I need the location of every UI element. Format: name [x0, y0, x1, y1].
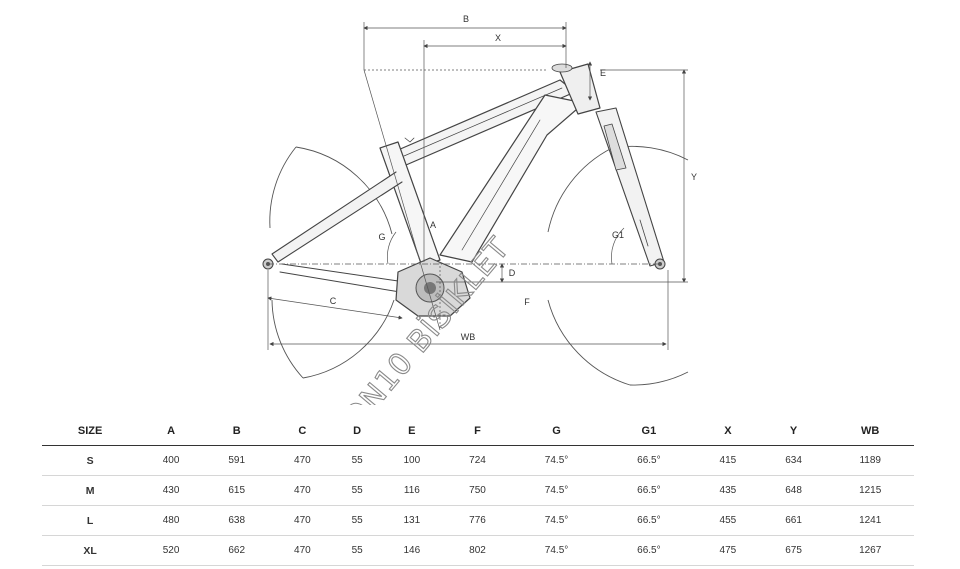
- col-header-g1: G1: [602, 416, 696, 446]
- table-cell: 66.5°: [602, 475, 696, 506]
- table-cell: 776: [444, 505, 511, 536]
- table-cell: 55: [335, 535, 380, 566]
- col-header-y: Y: [760, 416, 827, 446]
- geometry-table: SIZE A B C D E F G G1 X Y WB S 400 591 4…: [42, 416, 914, 566]
- bike-geometry-diagram: B X E Y A G G1 D C F WB LİMON10 BİSİKLET: [262, 14, 697, 405]
- table-cell: 400: [138, 445, 204, 476]
- label-a: A: [430, 220, 436, 230]
- table-header-row: SIZE A B C D E F G G1 X Y WB: [42, 416, 914, 446]
- table-cell: 415: [695, 445, 761, 476]
- table-cell: 116: [379, 475, 445, 506]
- table-cell: 55: [335, 505, 380, 536]
- label-b: B: [463, 14, 469, 24]
- dimension-labels: B X E Y A G G1 D C F WB: [330, 14, 697, 342]
- size-cell: M: [42, 475, 139, 506]
- label-f: F: [524, 297, 530, 307]
- table-cell: 66.5°: [602, 505, 696, 536]
- label-e: E: [600, 68, 606, 78]
- label-d: D: [509, 268, 516, 278]
- table-cell: 66.5°: [602, 445, 696, 476]
- table-cell: 1215: [826, 475, 914, 506]
- table-row: XL 520 662 470 55 146 802 74.5° 66.5° 47…: [42, 535, 914, 566]
- label-x: X: [495, 33, 501, 43]
- col-header-d: D: [335, 416, 380, 446]
- table-cell: 470: [269, 505, 336, 536]
- label-g: G: [378, 232, 385, 242]
- table-cell: 430: [138, 475, 204, 506]
- watermark: LİMON10 BİSİKLET: [301, 230, 518, 405]
- table-cell: 662: [203, 535, 270, 566]
- watermark-text: LİMON10 BİSİKLET: [302, 230, 517, 405]
- table-row: M 430 615 470 55 116 750 74.5° 66.5° 435…: [42, 475, 914, 506]
- col-header-wb: WB: [826, 416, 914, 446]
- front-wheel: [547, 145, 689, 386]
- table-cell: 475: [695, 535, 761, 566]
- label-wb: WB: [461, 332, 476, 342]
- col-header-x: X: [695, 416, 761, 446]
- table-cell: 55: [335, 445, 380, 476]
- col-header-c: C: [269, 416, 336, 446]
- bike-frame: [262, 63, 666, 317]
- table-cell: 470: [269, 535, 336, 566]
- table-cell: 74.5°: [510, 445, 603, 476]
- col-header-size: SIZE: [42, 416, 139, 446]
- table-cell: 1189: [826, 445, 914, 476]
- col-header-f: F: [444, 416, 511, 446]
- col-header-b: B: [203, 416, 270, 446]
- table-cell: 55: [335, 475, 380, 506]
- table-cell: 591: [203, 445, 270, 476]
- col-header-a: A: [138, 416, 204, 446]
- label-c: C: [330, 296, 337, 306]
- table-cell: 480: [138, 505, 204, 536]
- table-cell: 661: [760, 505, 827, 536]
- table-cell: 675: [760, 535, 827, 566]
- table-cell: 802: [444, 535, 511, 566]
- table-cell: 74.5°: [510, 475, 603, 506]
- table-cell: 74.5°: [510, 505, 603, 536]
- table-cell: 74.5°: [510, 535, 603, 566]
- col-header-g: G: [510, 416, 603, 446]
- table-cell: 470: [269, 475, 336, 506]
- table-cell: 66.5°: [602, 535, 696, 566]
- table-cell: 455: [695, 505, 761, 536]
- table-row: L 480 638 470 55 131 776 74.5° 66.5° 455…: [42, 505, 914, 536]
- dimension-lines: [267, 22, 688, 350]
- table-cell: 100: [379, 445, 445, 476]
- table-cell: 1241: [826, 505, 914, 536]
- table-cell: 1267: [826, 535, 914, 566]
- size-cell: L: [42, 505, 139, 536]
- table-cell: 146: [379, 535, 445, 566]
- table-cell: 648: [760, 475, 827, 506]
- label-y: Y: [691, 172, 697, 182]
- table-cell: 520: [138, 535, 204, 566]
- table-cell: 131: [379, 505, 445, 536]
- size-cell: XL: [42, 535, 139, 566]
- size-cell: S: [42, 445, 139, 476]
- table-cell: 634: [760, 445, 827, 476]
- table-cell: 638: [203, 505, 270, 536]
- table-cell: 470: [269, 445, 336, 476]
- col-header-e: E: [379, 416, 445, 446]
- label-g1: G1: [612, 230, 624, 240]
- table-cell: 724: [444, 445, 511, 476]
- table-cell: 615: [203, 475, 270, 506]
- table-cell: 435: [695, 475, 761, 506]
- table-row: S 400 591 470 55 100 724 74.5° 66.5° 415…: [42, 445, 914, 476]
- rear-wheel: [269, 146, 395, 379]
- table-cell: 750: [444, 475, 511, 506]
